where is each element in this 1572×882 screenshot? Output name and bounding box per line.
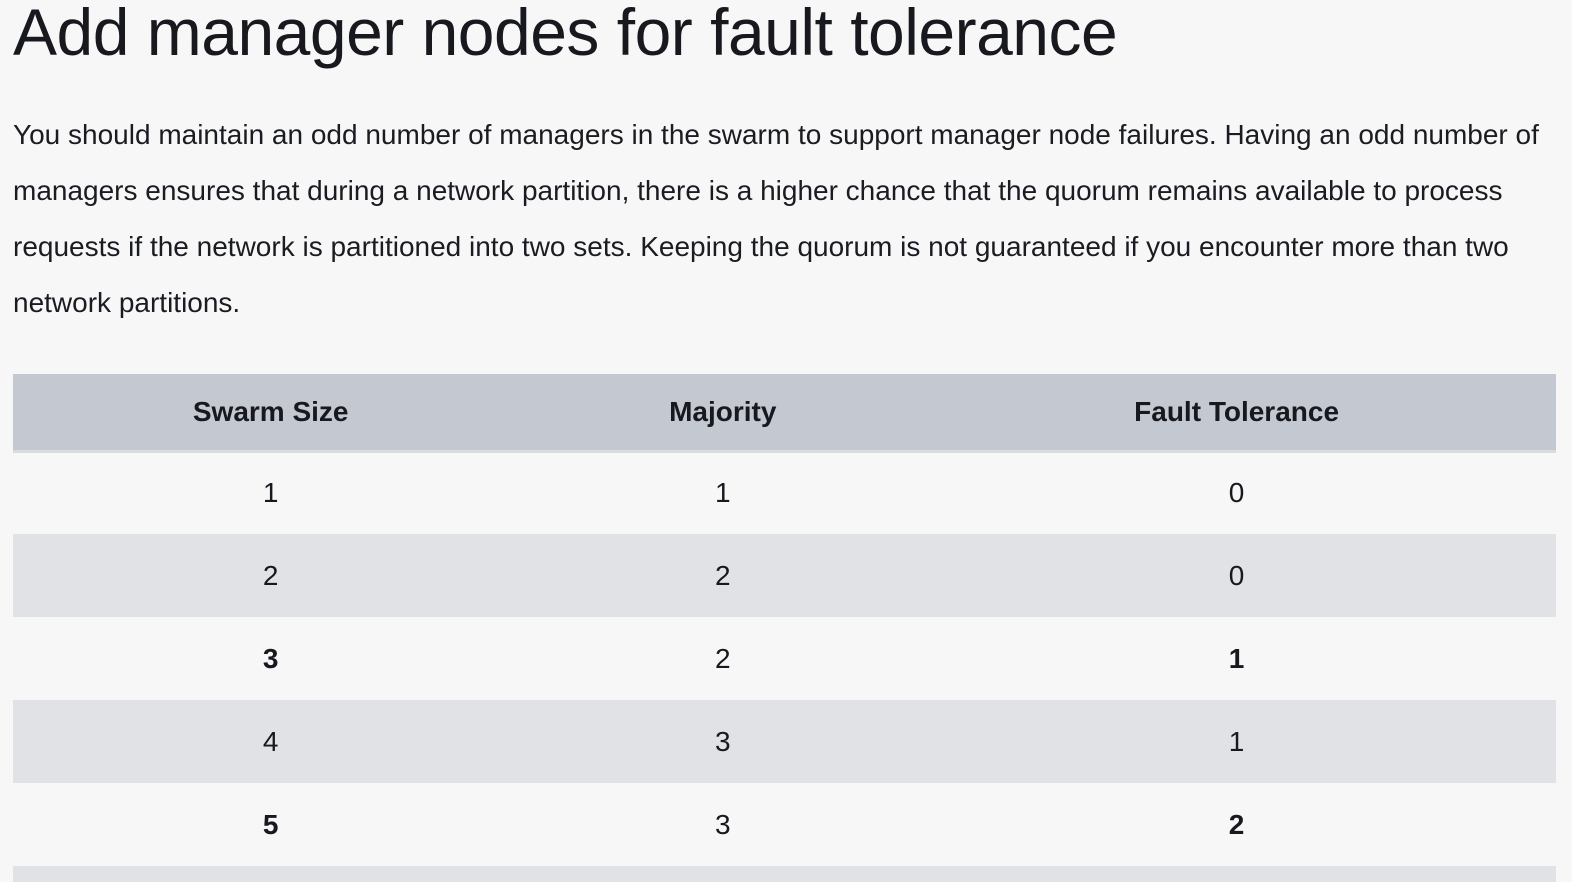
fault-tolerance-table: Swarm Size Majority Fault Tolerance 1 1 … [13,374,1556,882]
table-cell: 3 [262,642,279,674]
table-row: 2 2 0 [13,534,1556,617]
table-cell: 2 [1228,808,1245,840]
column-header-fault-tolerance: Fault Tolerance [917,374,1556,453]
table-cell: 0 [917,534,1556,617]
column-header-majority: Majority [528,374,918,453]
table-body: 1 1 0 2 2 0 3 2 1 4 3 1 5 3 2 [13,451,1556,882]
table-row: 4 3 1 [13,700,1556,783]
table-cell: 0 [1228,477,1245,509]
table-cell: 5 [262,808,279,840]
table-row: 3 2 1 [13,617,1556,700]
table-cell: 1 [1228,642,1245,674]
table-cell: 1 [714,477,731,509]
table-cell: 4 [13,700,529,783]
table-cell: 3 [714,808,731,840]
table-cell [917,866,1556,882]
table-cell: 1 [917,700,1556,783]
table-header: Swarm Size Majority Fault Tolerance [13,374,1556,453]
table-cell [528,866,918,882]
table-cell: 1 [262,477,279,509]
table-cell [13,866,529,882]
column-header-swarm-size: Swarm Size [13,374,529,453]
table-cell: 2 [13,534,529,617]
table-row: 5 3 2 [13,783,1556,866]
table-row: 1 1 0 [13,451,1556,534]
table-cell: 2 [528,534,918,617]
intro-paragraph: You should maintain an odd number of man… [13,119,1539,318]
page-title: Add manager nodes for fault tolerance [13,0,1118,69]
table-cell: 3 [528,700,918,783]
table-header-row: Swarm Size Majority Fault Tolerance [13,374,1556,453]
table-cell: 2 [714,642,731,674]
table-row-partial [13,866,1556,882]
